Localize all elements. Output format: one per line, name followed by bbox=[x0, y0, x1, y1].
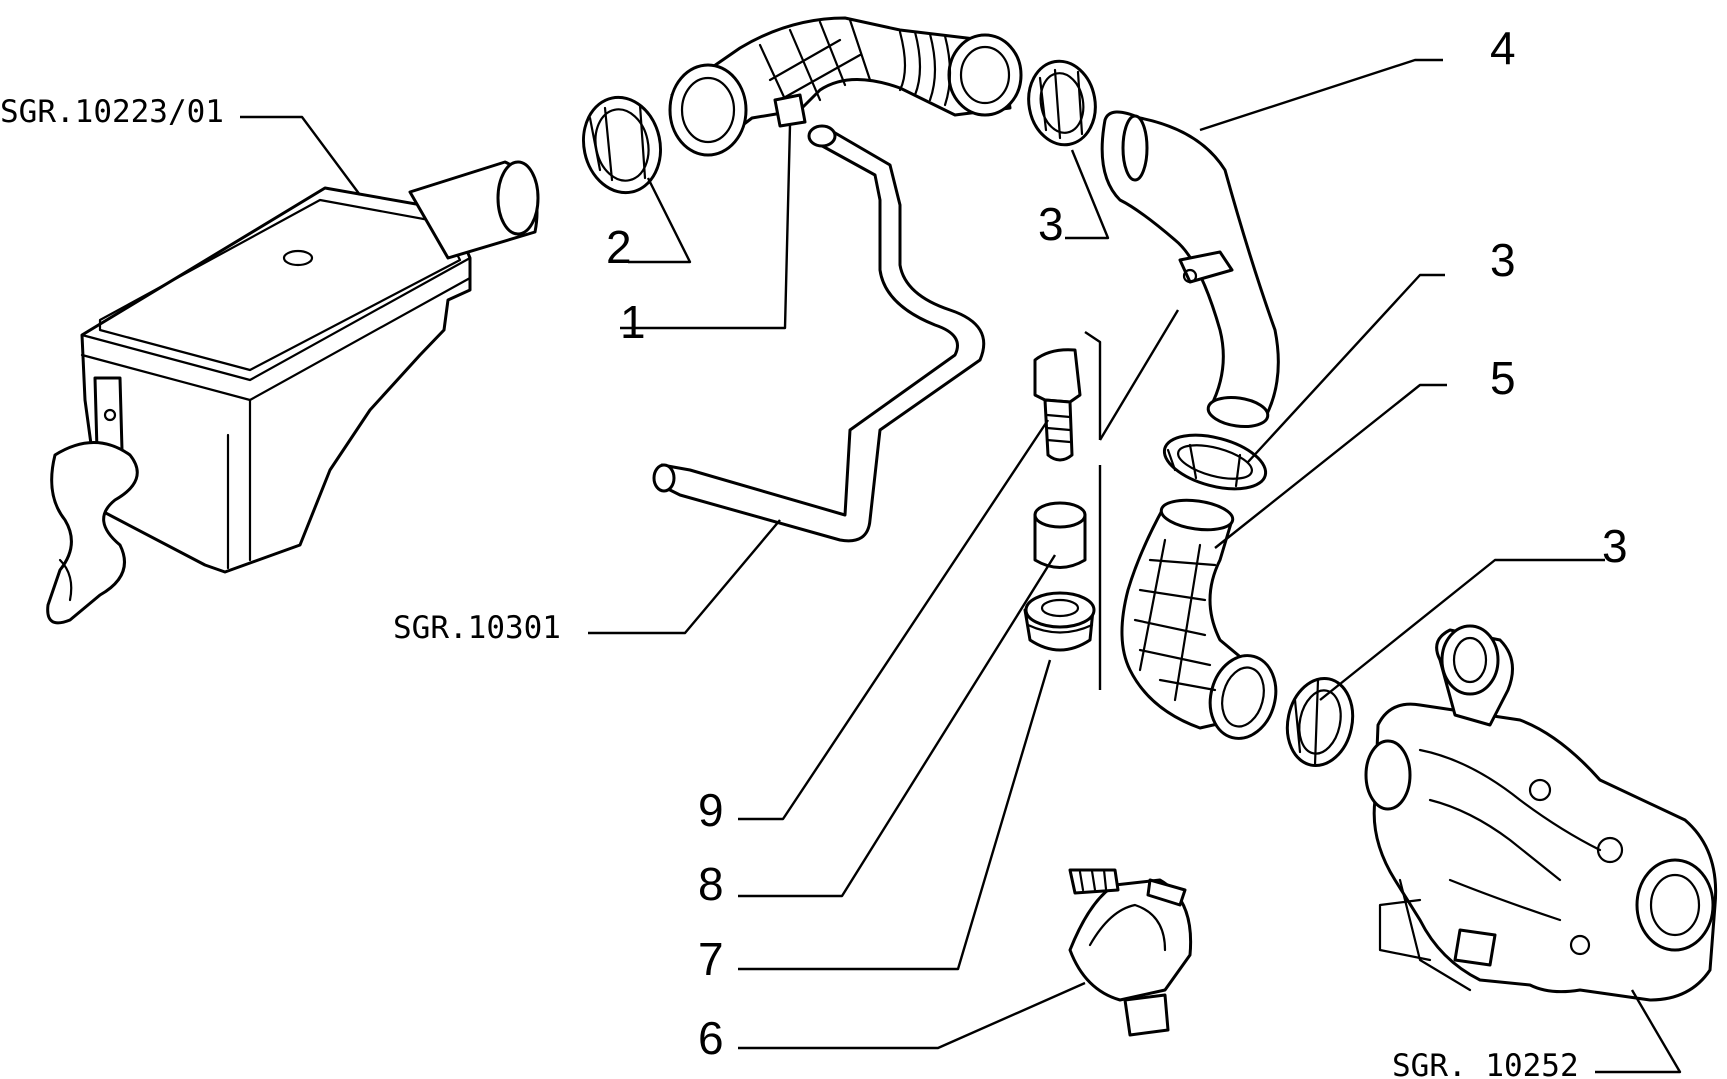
clamp-3-bottom bbox=[1285, 676, 1355, 768]
clamp-3-middle bbox=[1162, 433, 1268, 491]
part-6-clip bbox=[1068, 868, 1193, 1037]
part-9-bolt bbox=[1033, 348, 1082, 462]
part-5-lower-hose bbox=[1120, 498, 1278, 740]
reference-labels: SGR.10223/01 SGR.10301 SGR. 10252 bbox=[0, 94, 1579, 1079]
clamp-3-top bbox=[1027, 59, 1097, 147]
part-8-sleeve bbox=[1033, 501, 1087, 569]
assembly-bracket-lines bbox=[1084, 309, 1180, 690]
callout-1: 1 bbox=[620, 296, 646, 348]
callout-7: 7 bbox=[698, 933, 724, 985]
callout-3-middle: 3 bbox=[1490, 234, 1516, 286]
part-2-hose-clamp bbox=[582, 95, 662, 195]
part-4-curved-hose bbox=[1100, 110, 1280, 428]
part-7-grommet bbox=[1023, 591, 1096, 652]
callout-8: 8 bbox=[698, 858, 724, 910]
reference-turbo: SGR. 10252 bbox=[1392, 1048, 1579, 1079]
turbocharger-assembly bbox=[1364, 624, 1718, 1002]
callout-6: 6 bbox=[698, 1012, 724, 1064]
pipe-assembly bbox=[652, 124, 986, 543]
callout-3-bottom: 3 bbox=[1602, 520, 1628, 572]
callout-3-top: 3 bbox=[1038, 198, 1064, 250]
callout-labels: 1 2 3 3 3 4 5 6 7 8 9 bbox=[606, 22, 1628, 1064]
callout-9: 9 bbox=[698, 784, 724, 836]
reference-pipe: SGR.10301 bbox=[393, 610, 561, 646]
part-1-intake-duct bbox=[668, 16, 1023, 157]
air-filter-box bbox=[46, 160, 540, 625]
leader-lines bbox=[240, 58, 1682, 1074]
reference-airbox: SGR.10223/01 bbox=[0, 94, 224, 130]
callout-4: 4 bbox=[1490, 22, 1516, 74]
callout-5: 5 bbox=[1490, 352, 1516, 404]
callout-2: 2 bbox=[606, 221, 632, 273]
